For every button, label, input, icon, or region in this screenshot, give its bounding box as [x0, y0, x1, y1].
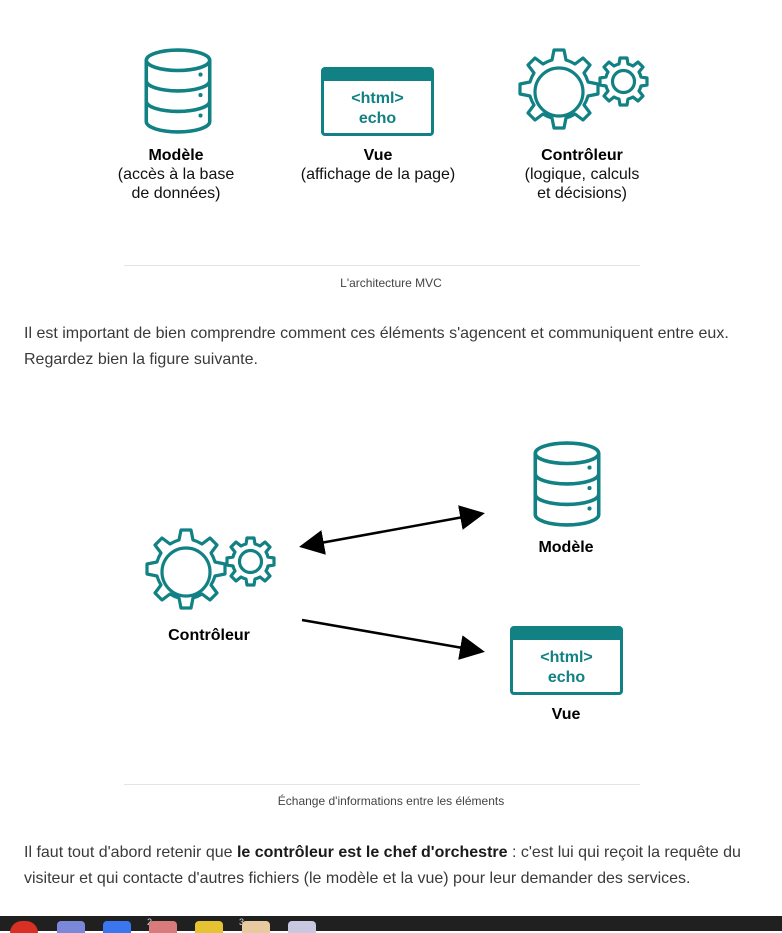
taskbar: 2 3 [0, 916, 782, 933]
view-desc-line1: (affichage de la page) [300, 166, 456, 183]
controller-desc-line2: et décisions) [537, 185, 627, 202]
model-label-block: Modèle (accès à la base de données) [96, 146, 256, 203]
paragraph-2: Il faut tout d'abord retenir que le cont… [24, 840, 754, 892]
discord-icon[interactable] [57, 921, 85, 933]
arrow-controller-view [301, 618, 485, 660]
chrome-icon[interactable] [10, 921, 38, 933]
figure2-caption: Échange d'informations entre les élément… [277, 794, 505, 808]
html-window-icon: <html> echo [510, 626, 623, 695]
fig2-model-label: Modèle [538, 539, 594, 556]
signal-icon[interactable] [103, 921, 131, 933]
fig2-controller-label: Contrôleur [168, 627, 250, 644]
view-title: Vue [363, 147, 393, 164]
html-window-icon: <html> echo [321, 67, 434, 136]
controller-desc-line1: (logique, calculs [524, 166, 640, 183]
folder-icon[interactable] [242, 921, 270, 933]
paragraph-2-rest: : c'est lui qui reçoit la requête du vis… [24, 844, 741, 887]
gears-icon [518, 48, 649, 130]
view-code-echo: echo [358, 110, 397, 127]
window-icon[interactable] [288, 921, 316, 933]
model-desc-line2: de données) [131, 185, 221, 202]
paragraph-2-intro: Il faut tout d'abord retenir que [24, 844, 237, 861]
fig2-view-code-echo: echo [547, 669, 586, 686]
model-desc-line1: (accès à la base [117, 166, 235, 183]
notes-icon[interactable] [195, 921, 223, 933]
controller-title: Contrôleur [541, 147, 623, 164]
paragraph-1: Il est important de bien comprendre comm… [24, 325, 729, 368]
controller-label-block: Contrôleur (logique, calculs et décision… [482, 146, 682, 203]
fig2-view-code-html: <html> [540, 649, 593, 666]
figure1-caption: L'architecture MVC [340, 276, 442, 290]
fig2-view-label: Vue [551, 706, 581, 723]
taskbar-badge-2: 3 [239, 917, 245, 927]
model-title: Modèle [148, 147, 204, 164]
paragraph-2-bold: le contrôleur est le chef d'orchestre [236, 844, 508, 861]
figure1-divider [124, 265, 640, 266]
app-icon[interactable] [149, 921, 177, 933]
figure2-divider [124, 784, 640, 785]
view-code-html: <html> [351, 90, 404, 107]
view-label-block: Vue (affichage de la page) [278, 146, 478, 184]
gears-icon [145, 528, 276, 610]
arrow-controller-model [299, 505, 485, 555]
